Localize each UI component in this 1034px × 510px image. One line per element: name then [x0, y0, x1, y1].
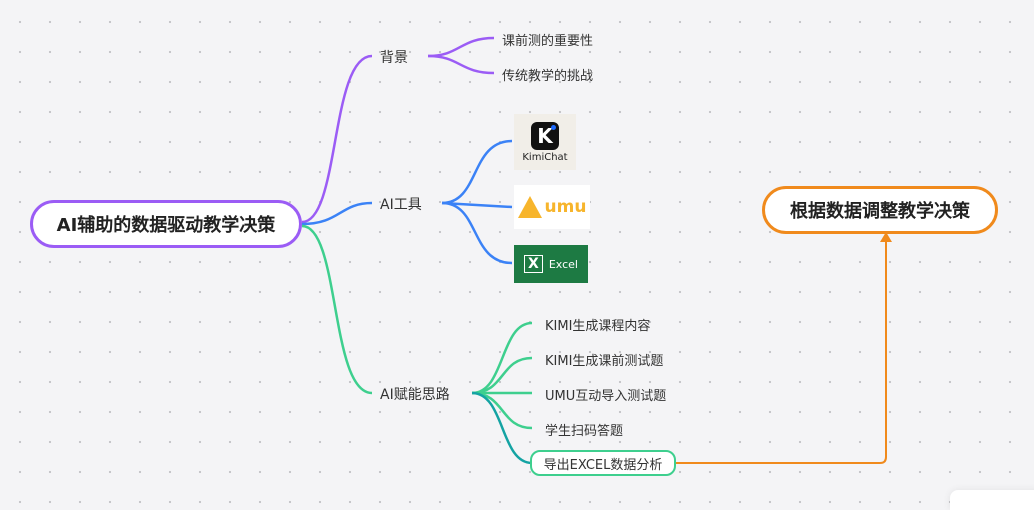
branch-ai-ideas[interactable]: AI赋能思路 [380, 387, 450, 403]
connector-background [301, 54, 373, 224]
goal-node[interactable]: 根据数据调整教学决策 [762, 186, 998, 234]
umu-logo[interactable]: umu [514, 185, 590, 229]
idea-kimi-quiz[interactable]: KIMI生成课前测试题 [545, 354, 664, 369]
excel-label: Excel [548, 257, 578, 271]
root-node[interactable]: AI辅助的数据驱动教学决策 [30, 200, 302, 248]
connector-ai-tools [301, 201, 373, 226]
idea-kimi-content[interactable]: KIMI生成课程内容 [545, 319, 651, 334]
goal-label: 根据数据调整教学决策 [790, 201, 970, 222]
node-importance[interactable]: 课前测的重要性 [502, 34, 594, 49]
root-label: AI辅助的数据驱动教学决策 [56, 215, 276, 236]
arrow-to-goal [676, 238, 887, 464]
corner-panel [950, 490, 1034, 510]
umu-icon [517, 196, 542, 218]
idea-export-excel[interactable]: 导出EXCEL数据分析 [530, 450, 676, 476]
idea-scan-answer[interactable]: 学生扫码答题 [545, 424, 624, 439]
excel-logo[interactable]: X Excel [514, 245, 588, 283]
connector-ai-ideas [301, 224, 373, 395]
branch-ai-tools[interactable]: AI工具 [380, 197, 422, 213]
kimichat-logo[interactable]: K KimiChat [514, 114, 576, 170]
kimichat-label: KimiChat [522, 151, 568, 163]
kimi-icon: K [531, 121, 559, 150]
excel-icon: X [524, 255, 543, 273]
umu-text: umu [544, 197, 587, 217]
idea-umu-import[interactable]: UMU互动导入测试题 [545, 389, 667, 404]
node-challenge[interactable]: 传统教学的挑战 [502, 69, 594, 84]
export-label: 导出EXCEL数据分析 [543, 457, 663, 473]
branch-background[interactable]: 背景 [380, 50, 408, 66]
